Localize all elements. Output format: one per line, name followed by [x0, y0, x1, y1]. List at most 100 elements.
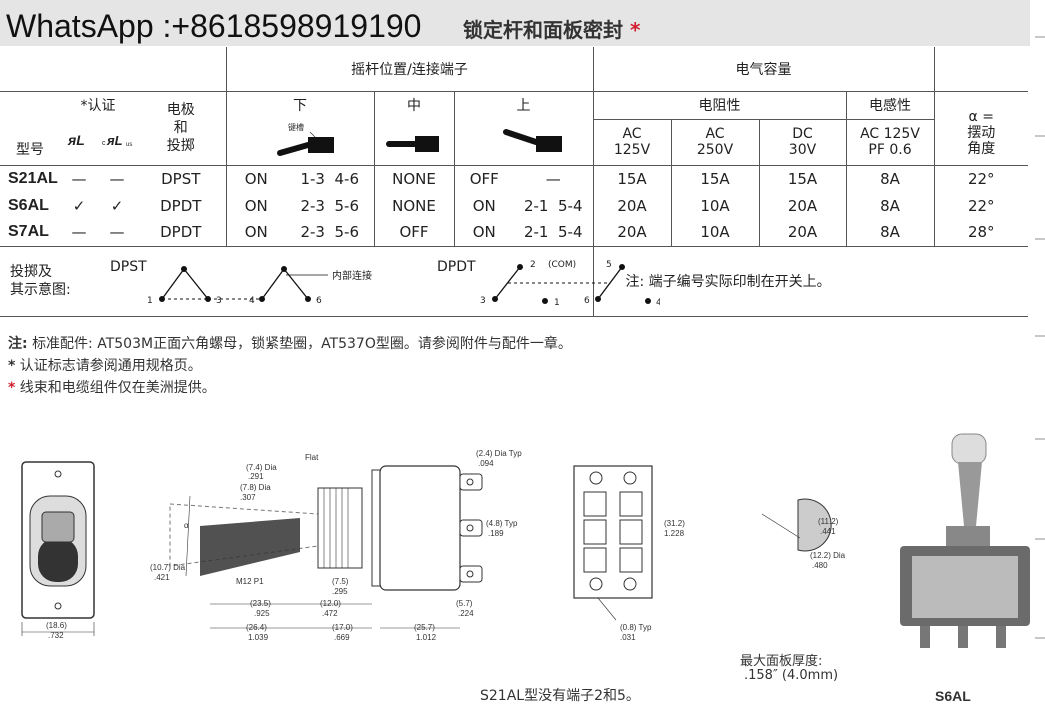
schematic-diagram: DPST 1 3 4 6 内部连接 — [110, 259, 660, 308]
dim-label: (12.0) — [320, 599, 341, 608]
switch-blade — [597, 266, 623, 299]
switch-blade — [283, 268, 309, 299]
dim-label: (4.8) Typ — [486, 519, 518, 528]
rear-view: (31.2) 1.228 (0.8) Typ .031 — [573, 465, 685, 642]
cell-ac250: 10A — [671, 219, 760, 247]
cell-model: S6AL — [8, 196, 49, 214]
note-text: 线束和电缆组件仅在美洲提供。 — [19, 380, 216, 396]
group-lever-header: 摇杆位置/连接端子 — [226, 47, 594, 92]
dim-label: .295 — [332, 587, 348, 596]
cell-down-term: 2-3 5-6 — [286, 219, 375, 247]
cell-cul: — — [98, 219, 136, 247]
dim-label: .669 — [334, 633, 350, 642]
terminal-number: 1 — [554, 298, 560, 308]
note-line: * 认证标志请参阅通用规格页。 — [8, 355, 572, 377]
panel-cutout: (11.2) .441 (12.2) Dia .480 — [761, 498, 846, 570]
s21-note: S21AL型没有端子2和5。 — [480, 688, 640, 704]
cell-ul: ✓ — [72, 196, 86, 215]
cell-pole: DPST — [136, 165, 227, 192]
dim-label: .472 — [322, 609, 338, 618]
switch-blade — [161, 268, 185, 299]
lever-up-icon — [502, 128, 562, 152]
terminal-number: 4 — [656, 298, 660, 308]
m12-label: M12 P1 — [236, 577, 264, 586]
title-star: * — [629, 18, 641, 42]
pos-mid-header: 中 — [374, 91, 455, 119]
terminal-dot — [542, 297, 548, 304]
cell-ac125: 20A — [593, 219, 672, 247]
dim-label: .441 — [820, 527, 836, 536]
terminal-number: 6 — [316, 296, 322, 306]
dim-label: .224 — [458, 609, 474, 618]
switch-blade — [494, 266, 521, 299]
cell-up-state: ON — [454, 219, 514, 247]
terminal-dot — [645, 297, 651, 304]
note-mark: * — [8, 380, 16, 396]
blank-header-cell — [0, 47, 227, 92]
ul-listed-icon: ᴙL — [67, 132, 85, 148]
dim-label: .094 — [478, 459, 494, 468]
terminal-number: 2 — [530, 260, 536, 270]
alpha-header: α = 摆动 角度 — [934, 91, 1028, 166]
terminal-number: 4 — [249, 296, 255, 306]
col-cert-header: *认证 — [80, 98, 116, 115]
scroll-marker — [1035, 438, 1045, 440]
cell-pole: DPDT — [136, 219, 227, 247]
group-electric-header: 电气容量 — [593, 47, 935, 92]
notes-block: 注: 标准配件: AT503M正面六角螺母，锁紧垫圈，AT537O型圈。请参阅附… — [8, 333, 572, 399]
note-mark: * — [8, 358, 16, 374]
cell-up-state: ON — [472, 196, 496, 215]
product-photo — [900, 433, 1030, 648]
note-label: 注: — [8, 336, 28, 352]
cell-cul: ✓ — [110, 196, 124, 215]
cell-model: S21AL — [8, 169, 58, 187]
cell-ul: — — [60, 219, 98, 247]
cell-pole: DPDT — [136, 192, 227, 219]
cell-inductive: 8A — [846, 219, 935, 247]
cell-down-term: 1-3 4-6 — [286, 165, 375, 192]
cell-mid: NONE — [374, 165, 455, 192]
lever-up-cell — [454, 119, 594, 166]
cell-dc30: 15A — [759, 165, 847, 192]
photo-label: S6AL — [935, 688, 971, 704]
side-view: α Flat M12 P1 (7.4) Dia .291 (7.8) Dia .… — [150, 449, 522, 642]
dim-label: 1.039 — [248, 633, 269, 642]
spec-table: 摇杆位置/连接端子 电气容量 型号 *认证 电极 和 投掷 下 中 上 电阻性 … — [0, 47, 1028, 317]
scroll-marker — [1035, 538, 1045, 540]
cell-inductive: 8A — [846, 192, 935, 219]
svg-text:ᴙL: ᴙL — [106, 133, 123, 148]
technical-drawing: (18.6) .732 α Flat M12 P1 (7.4) Dia .291… — [21, 433, 1030, 648]
note-text: 认证标志请参阅通用规格页。 — [19, 358, 202, 374]
cell-down-state: ON — [244, 169, 268, 188]
table-row: S7AL — — DPDT ON 2-3 5-6 OFF ON 2-1 5-4 … — [0, 219, 1028, 247]
svg-text:α: α — [184, 521, 189, 530]
cell-up-term: — — [514, 165, 594, 192]
cell-ac250: 10A — [671, 192, 760, 219]
cell-down-state: ON — [244, 196, 268, 215]
dim-label: (5.7) — [456, 599, 473, 608]
dim-label: (31.2) — [664, 519, 685, 528]
terminal-number: 3 — [480, 296, 486, 306]
note-line: 注: 标准配件: AT503M正面六角螺母，锁紧垫圈，AT537O型圈。请参阅附… — [8, 333, 572, 355]
table-row: S6AL ✓ ✓ DPDT ON 2-3 5-6 NONE ON 2-1 5-4… — [0, 192, 1028, 219]
dim-label: (23.5) — [250, 599, 271, 608]
dpst-label: DPST — [110, 259, 147, 275]
terminal-dot — [305, 295, 311, 302]
dim-label: (0.8) Typ — [620, 623, 652, 632]
dim-label: (25.7) — [414, 623, 435, 632]
dim-label: .307 — [240, 493, 256, 502]
cell-model: S7AL — [0, 219, 60, 247]
cell-alpha: 22° — [967, 169, 995, 188]
dim-label: .480 — [812, 561, 828, 570]
dim-label: (7.5) — [332, 577, 349, 586]
svg-text:us: us — [126, 142, 132, 148]
inductive-header: 电感性 — [846, 91, 935, 120]
keyway-label: 键槽 — [288, 122, 304, 132]
cell-up-term: 2-1 5-4 — [514, 192, 594, 219]
cell-cul: — — [109, 169, 125, 188]
dim-label: 1.228 — [664, 529, 685, 538]
dim-label: (17.0) — [332, 623, 353, 632]
dc30-header: DC 30V — [759, 119, 847, 166]
